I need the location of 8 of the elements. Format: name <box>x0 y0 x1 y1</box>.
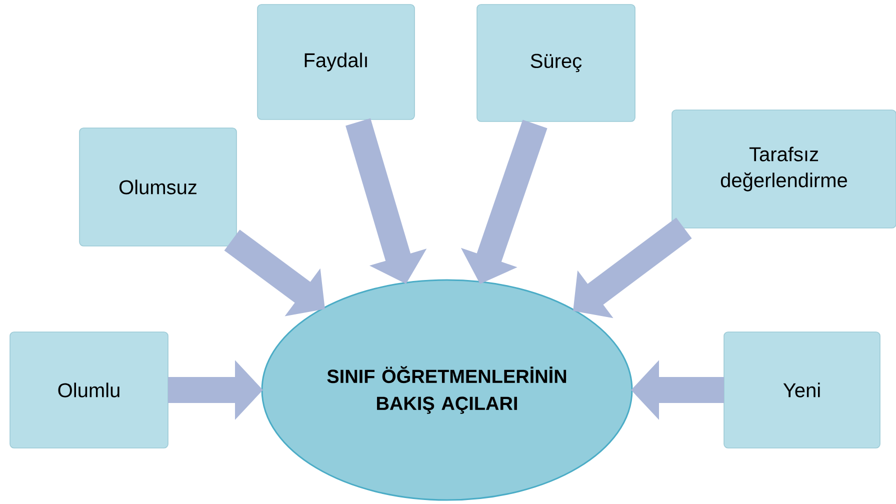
text-box: Yeni <box>724 332 880 448</box>
arrow <box>573 218 692 318</box>
text-box: Olumsuz <box>79 128 237 246</box>
text-box: Süreç <box>476 4 636 122</box>
text-box: Faydalı <box>257 4 415 120</box>
ellipse-node: SINIF ÖĞRETMENLERİNİN BAKIŞ AÇILARI <box>261 279 633 501</box>
text-box: Tarafsız değerlendirme <box>672 110 896 228</box>
text-box: Olumlu <box>10 332 168 448</box>
